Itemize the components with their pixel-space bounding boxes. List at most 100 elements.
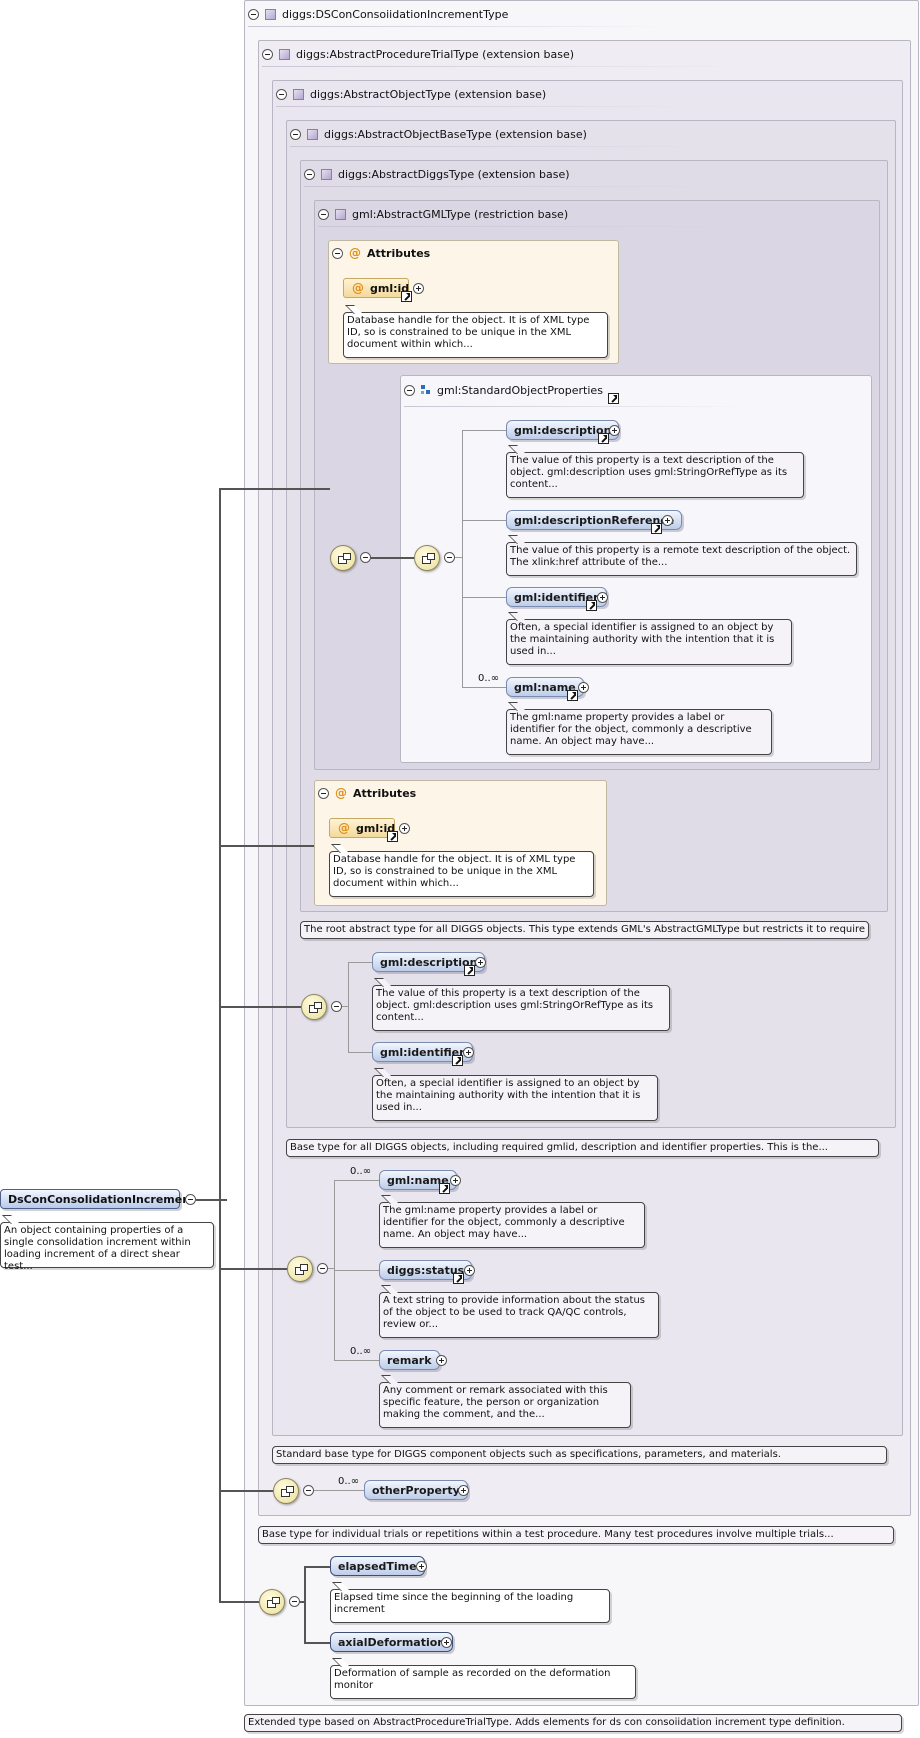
expand-icon[interactable] bbox=[475, 957, 486, 968]
expand-icon[interactable] bbox=[662, 515, 673, 526]
attribute-gml-id[interactable]: @ gml:id bbox=[329, 818, 395, 838]
reference-arrow-icon[interactable] bbox=[401, 291, 412, 302]
element-elapsed-time[interactable]: elapsedTime bbox=[330, 1556, 425, 1576]
type-header-procedure-trial[interactable]: diggs:AbstractProcedureTrialType (extens… bbox=[262, 46, 574, 62]
expand-icon[interactable] bbox=[441, 1637, 452, 1648]
collapse-icon[interactable] bbox=[304, 168, 315, 180]
reference-arrow-icon[interactable] bbox=[598, 433, 609, 444]
reference-arrow-icon[interactable] bbox=[651, 523, 662, 534]
sequence-icon[interactable] bbox=[301, 994, 327, 1020]
attribute-icon: @ bbox=[349, 246, 361, 260]
sequence-icon[interactable] bbox=[330, 545, 356, 571]
expand-icon[interactable] bbox=[609, 425, 620, 436]
type-name: diggs:AbstractProcedureTrialType (extens… bbox=[296, 47, 575, 61]
type-header-diggs[interactable]: diggs:AbstractDiggsType (extension base) bbox=[304, 166, 570, 182]
attribute-name: gml:id bbox=[370, 281, 410, 295]
element-remark[interactable]: remark bbox=[379, 1350, 440, 1370]
collapse-icon[interactable] bbox=[317, 1263, 328, 1274]
expand-icon[interactable] bbox=[416, 1561, 427, 1572]
collapse-icon[interactable] bbox=[404, 384, 415, 396]
expand-icon[interactable] bbox=[464, 1265, 475, 1276]
element-axial-deformation[interactable]: axialDeformation bbox=[330, 1632, 454, 1652]
collapse-icon[interactable] bbox=[331, 1001, 342, 1012]
type-name: gml:AbstractGMLType (restriction base) bbox=[352, 207, 569, 221]
element-name: gml:descriptionReference bbox=[514, 513, 675, 527]
reference-arrow-icon[interactable] bbox=[464, 965, 475, 976]
element-name: gml:name bbox=[514, 680, 576, 694]
attributes-label: Attributes bbox=[367, 246, 431, 260]
collapse-icon[interactable] bbox=[290, 128, 301, 140]
group-header-standard-properties[interactable]: gml:StandardObjectProperties bbox=[404, 382, 603, 398]
complex-type-icon bbox=[335, 208, 346, 220]
collapse-icon[interactable] bbox=[248, 8, 259, 20]
type-header-dscon[interactable]: diggs:DSConConsoiidationIncrementType bbox=[248, 6, 508, 22]
reference-arrow-icon[interactable] bbox=[452, 1055, 463, 1066]
type-name: diggs:AbstractObjectType (extension base… bbox=[310, 87, 547, 101]
element-diggs-status[interactable]: diggs:status bbox=[379, 1260, 473, 1280]
element-name: gml:description bbox=[380, 955, 478, 969]
expand-icon[interactable] bbox=[399, 823, 410, 834]
element-name: gml:identifier bbox=[514, 590, 599, 604]
collapse-icon[interactable] bbox=[289, 1596, 300, 1607]
attribute-icon: @ bbox=[338, 821, 350, 835]
collapse-icon[interactable] bbox=[318, 787, 329, 799]
collapse-icon[interactable] bbox=[332, 247, 343, 259]
element-name: diggs:status bbox=[387, 1263, 465, 1277]
attribute-gml-id[interactable]: @ gml:id bbox=[343, 278, 409, 298]
element-name: gml:identifier bbox=[380, 1045, 465, 1059]
complex-type-icon bbox=[279, 48, 290, 60]
doc-abstract-object-base-type: Base type for all DIGGS objects, includi… bbox=[286, 1139, 879, 1157]
reference-arrow-icon[interactable] bbox=[453, 1273, 464, 1284]
element-other-property[interactable]: otherProperty bbox=[364, 1480, 468, 1500]
element-gml-name[interactable]: gml:name bbox=[506, 677, 584, 697]
sequence-icon[interactable] bbox=[414, 545, 440, 571]
collapse-icon[interactable] bbox=[303, 1485, 314, 1496]
type-header-object-base[interactable]: diggs:AbstractObjectBaseType (extension … bbox=[290, 126, 587, 142]
attributes-header[interactable]: @ Attributes bbox=[318, 786, 416, 800]
doc-abstract-procedure-trial-type: Base type for individual trials or repet… bbox=[258, 1526, 894, 1544]
expand-icon[interactable] bbox=[413, 283, 424, 294]
reference-arrow-icon[interactable] bbox=[439, 1183, 450, 1194]
expand-icon[interactable] bbox=[450, 1175, 461, 1186]
sequence-icon[interactable] bbox=[273, 1478, 299, 1504]
doc-abstract-diggs-type: The root abstract type for all DIGGS obj… bbox=[300, 921, 869, 939]
doc-abstract-object-type: Standard base type for DIGGS component o… bbox=[272, 1446, 887, 1464]
collapse-icon[interactable] bbox=[276, 88, 287, 100]
group-name: gml:StandardObjectProperties bbox=[437, 383, 603, 397]
element-gml-description-reference[interactable]: gml:descriptionReference bbox=[506, 510, 683, 530]
expand-icon[interactable] bbox=[463, 1047, 474, 1058]
occurrence-label: 0..∞ bbox=[338, 1476, 360, 1487]
element-name: otherProperty bbox=[372, 1483, 460, 1497]
complex-type-icon bbox=[265, 8, 276, 20]
type-name: diggs:AbstractObjectBaseType (extension … bbox=[324, 127, 587, 141]
expand-icon[interactable] bbox=[436, 1355, 447, 1366]
collapse-icon[interactable] bbox=[360, 552, 371, 563]
collapse-icon[interactable] bbox=[185, 1194, 196, 1205]
expand-icon[interactable] bbox=[458, 1485, 469, 1496]
type-header-gml[interactable]: gml:AbstractGMLType (restriction base) bbox=[318, 206, 568, 222]
attributes-header[interactable]: @ Attributes bbox=[332, 246, 430, 260]
doc-gml-identifier: Often, a special identifier is assigned … bbox=[506, 619, 792, 665]
collapse-icon[interactable] bbox=[444, 552, 455, 563]
reference-arrow-icon[interactable] bbox=[586, 600, 597, 611]
element-gml-description[interactable]: gml:description bbox=[372, 952, 486, 972]
reference-arrow-icon[interactable] bbox=[567, 690, 578, 701]
doc-axial-deformation: Deformation of sample as recorded on the… bbox=[330, 1665, 636, 1699]
doc-gml-id: Database handle for the object. It is of… bbox=[329, 851, 594, 897]
reference-arrow-icon[interactable] bbox=[608, 393, 619, 404]
root-element[interactable]: DsConConsolidationIncrement bbox=[0, 1189, 195, 1209]
expand-icon[interactable] bbox=[578, 682, 589, 693]
type-header-object[interactable]: diggs:AbstractObjectType (extension base… bbox=[276, 86, 546, 102]
element-gml-description[interactable]: gml:description bbox=[506, 420, 620, 440]
reference-arrow-icon[interactable] bbox=[387, 831, 398, 842]
sequence-icon[interactable] bbox=[259, 1589, 285, 1615]
element-gml-identifier[interactable]: gml:identifier bbox=[372, 1042, 473, 1062]
doc-gml-identifier: Often, a special identifier is assigned … bbox=[372, 1075, 658, 1121]
collapse-icon[interactable] bbox=[318, 208, 329, 220]
expand-icon[interactable] bbox=[597, 592, 608, 603]
complex-type-icon bbox=[307, 128, 318, 140]
element-gml-identifier[interactable]: gml:identifier bbox=[506, 587, 607, 607]
collapse-icon[interactable] bbox=[262, 48, 273, 60]
sequence-icon[interactable] bbox=[287, 1256, 313, 1282]
attributes-label: Attributes bbox=[353, 786, 417, 800]
